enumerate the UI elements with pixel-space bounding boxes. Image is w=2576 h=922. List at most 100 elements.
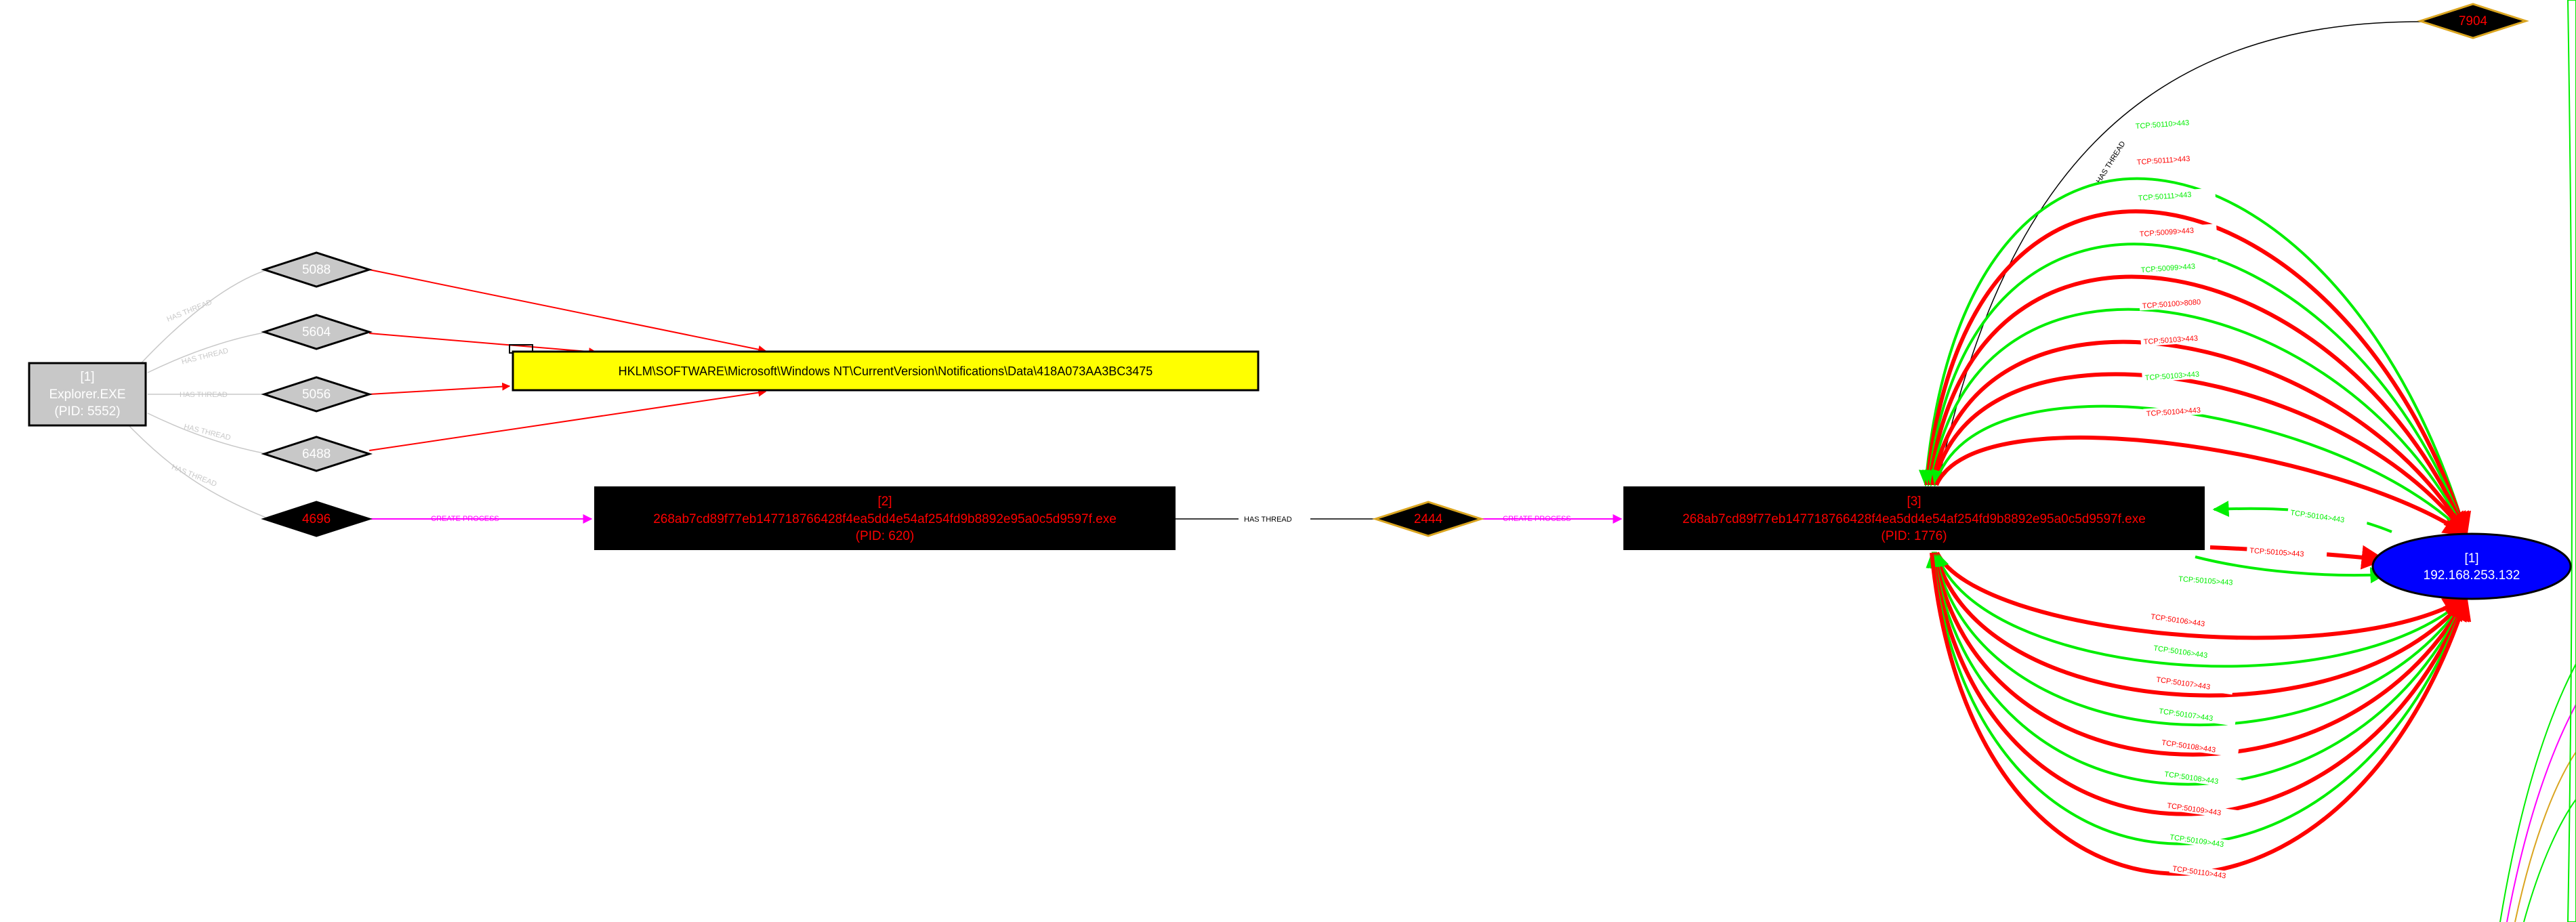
tcp-edge [1925,308,2468,536]
ip-address-label: 192.168.253.132 [2424,568,2520,583]
tcp-edge-label: TCP:50099>443 [2139,227,2194,239]
tcp-edge-label-bg [2153,674,2234,695]
thread-7904-label: 7904 [2459,14,2488,28]
tcp-edge [1932,552,2468,757]
edge-explorer-5604 [147,331,268,373]
tcp-edge-label: TCP:50105>443 [2249,547,2304,559]
tcp-edge [1930,552,2472,876]
node-thread-5088[interactable]: 5088 [261,251,373,288]
ip-id: [1] [2464,551,2478,566]
tcp-edge-label-bg [2147,611,2228,632]
tcp-edge-label-bg [2246,545,2327,560]
explorer-name: Explorer.EXE [49,387,126,402]
tcp-edge [1918,177,2468,536]
offscreen-edges [2499,0,2576,922]
tcp-edge [1933,551,2468,668]
tcp-edge [1921,243,2468,536]
node-thread-5056[interactable]: 5056 [261,376,373,413]
thread-5056-label: 5056 [302,387,331,402]
tcp-edge-label: TCP:50100>8080 [2142,298,2201,310]
edge-label-create-process-2: CREATE PROCESS [1503,515,1571,523]
tcp-edge [1928,551,2468,786]
tcp-edge-label-bg [2150,642,2231,663]
explorer-thread-edge-labels: HAS THREAD HAS THREAD HAS THREAD HAS THR… [166,298,232,488]
tcp-edge [1934,435,2468,537]
edge-label-has-thread-1: HAS THREAD [166,298,213,324]
registry-key-label: HKLM\SOFTWARE\Microsoft\Windows NT\Curre… [619,364,1153,378]
tcp-edge-label-bg [2287,507,2368,528]
edge-explorer-4696 [128,425,268,519]
explorer-id: [1] [80,370,94,384]
explorer-pid: (PID: 5552) [54,404,120,419]
tcp-edge-label-bg [2134,152,2214,167]
proc3-name: 268ab7cd89f77eb147718766428f4ea5dd4e54af… [1682,512,2146,526]
tcp-edge-label-bg [2138,259,2218,275]
edge-label-has-thread-2: HAS THREAD [181,347,230,366]
tcp-edge-label: TCP:50104>443 [2146,406,2201,419]
node-thread-5604[interactable]: 5604 [261,314,373,350]
edge-5088-registry [369,269,767,354]
tcp-edge [1931,552,2470,816]
tcp-edge-label-bg [2136,224,2217,239]
proc2-id: [2] [877,495,892,509]
node-ip-address[interactable]: [1] 192.168.253.132 [2371,532,2572,600]
tcp-edge [1925,209,2472,538]
thread-5604-label: 5604 [302,325,331,339]
tcp-edges: TCP:50110>443TCP:50111>443TCP:50111>443T… [1918,116,2472,884]
tcp-edge [1928,274,2470,538]
tcp-edge-label: TCP:50099>443 [2140,263,2195,275]
tcp-edge-label: TCP:50105>443 [2178,575,2233,587]
edge-label-create-process-1: CREATE PROCESS [431,515,499,523]
proc3-id: [3] [1907,495,1921,509]
edge-5056-registry [369,382,511,395]
edge-explorer-5088 [135,269,268,370]
proc2-name: 268ab7cd89f77eb147718766428f4ea5dd4e54af… [653,512,1117,526]
thread-6488-label: 6488 [302,447,331,461]
thread-5088-label: 5088 [302,263,331,277]
tcp-edge [1926,551,2468,845]
tcp-edge-label-bg [2132,116,2213,131]
edge-label-has-thread-3: HAS THREAD [180,391,228,399]
edge-5604-registry [369,333,598,356]
tcp-edge [2195,556,2387,584]
tcp-edge-label-bg [2166,831,2247,852]
tcp-edge-label-bg [2140,331,2221,347]
node-thread-4696[interactable]: 4696 [261,501,373,537]
tcp-edge-label-bg [2143,403,2224,419]
tcp-edge-label-bg [2155,705,2237,726]
tcp-edge-label-bg [2139,295,2220,311]
tcp-edge-label-bg [2135,188,2216,203]
thread-4696-label: 4696 [302,512,331,526]
edge-6488-registry [369,388,767,451]
tcp-edge-label: TCP:50111>443 [2138,191,2191,203]
tcp-edge-label-bg [2175,573,2256,589]
tcp-edge-label-bg [2142,367,2222,383]
node-process-620[interactable]: [2] 268ab7cd89f77eb147718766428f4ea5dd4e… [594,486,1176,550]
tcp-edge [1935,551,2469,640]
edge-label-has-thread-6: HAS THREAD [1244,516,1292,524]
tcp-edge-label: TCP:50103>443 [2143,335,2198,347]
edge-2444-proc3: CREATE PROCESS [1482,514,1623,524]
tcp-edge-label: TCP:50111>443 [2136,155,2190,167]
tcp-edge-label: TCP:50103>443 [2144,371,2199,383]
tcp-edge-label-bg [2163,800,2245,821]
node-process-1776[interactable]: [3] 268ab7cd89f77eb147718766428f4ea5dd4e… [1623,486,2205,550]
node-registry-key[interactable]: HKLM\SOFTWARE\Microsoft\Windows NT\Curre… [512,350,1260,392]
tcp-edge-label: TCP:50110>443 [2135,119,2189,131]
node-explorer-process[interactable]: [1] Explorer.EXE (PID: 5552) [28,362,147,427]
tcp-edge [1930,339,2468,538]
node-thread-6488[interactable]: 6488 [261,436,373,472]
node-thread-7904[interactable]: 7904 [2417,3,2529,39]
tcp-edge [1934,552,2468,698]
explorer-thread-edges [128,269,268,519]
node-thread-2444[interactable]: 2444 [1372,501,1484,537]
tcp-edge-label-bg [2158,737,2239,758]
edge-4696-proc2: CREATE PROCESS [371,514,593,524]
edge-label-has-thread-4: HAS THREAD [183,423,232,442]
thread-2444-label: 2444 [1414,512,1443,526]
edge-proc2-2444: HAS THREAD [1176,514,1375,524]
registry-edges [369,269,767,451]
tcp-edge-label-bg [2169,863,2250,884]
proc2-pid: (PID: 620) [856,529,915,543]
proc3-pid: (PID: 1776) [1881,529,1947,543]
